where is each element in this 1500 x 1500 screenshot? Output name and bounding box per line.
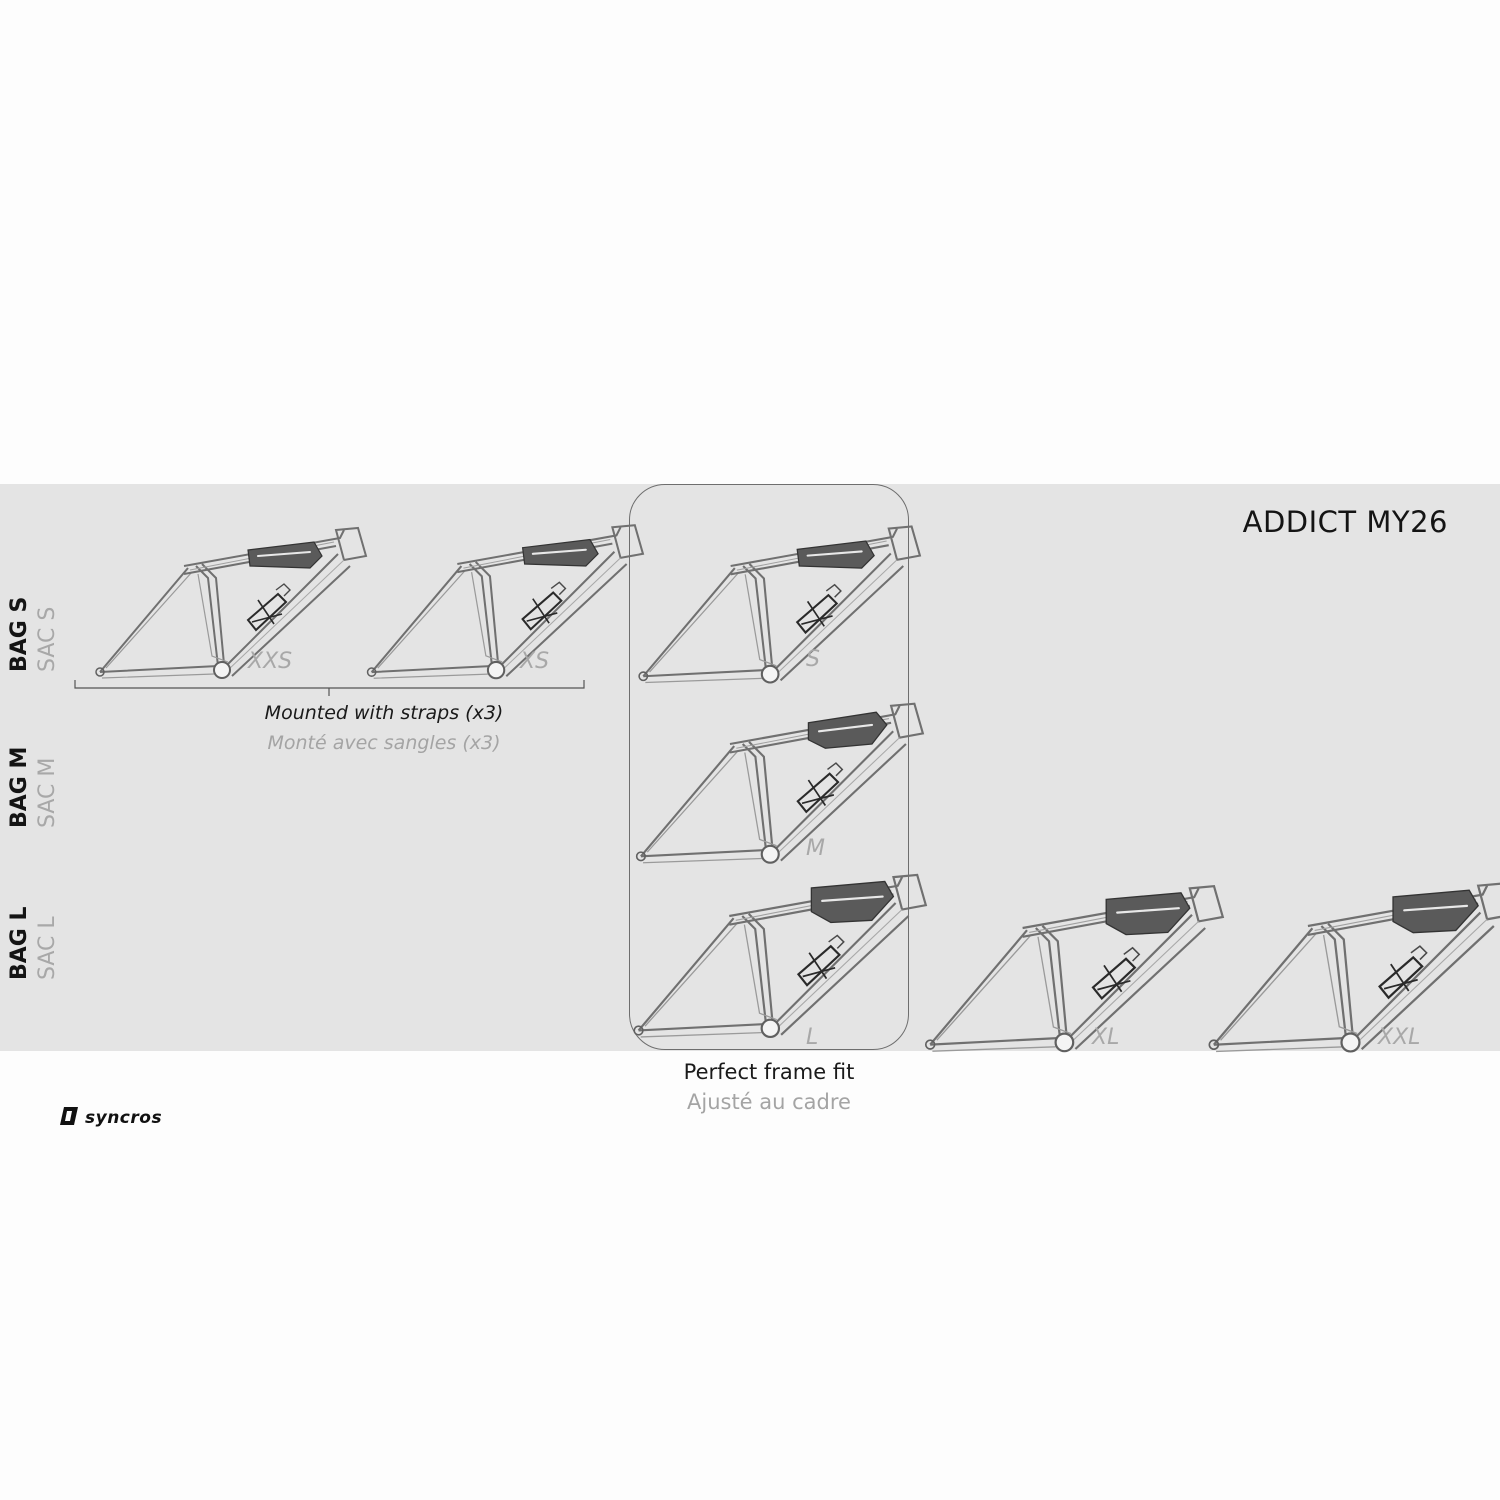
size-label-xs: XS	[519, 649, 549, 674]
straps-caption-en: Mounted with straps (x3)	[264, 702, 504, 724]
size-label-l: L	[806, 1025, 818, 1050]
straps-bracket	[74, 680, 585, 696]
straps-caption-fr: Monté avec sangles (x3)	[267, 732, 501, 754]
size-label-xxl: XXL	[1377, 1025, 1420, 1050]
frame-xxl	[1208, 882, 1500, 1053]
frame-xl	[924, 885, 1224, 1053]
model-title: ADDICT MY26	[1242, 505, 1448, 539]
fit-caption-en: Perfect frame fit	[683, 1060, 855, 1084]
frame-xs	[366, 524, 644, 680]
perfect-fit-box	[629, 484, 909, 1050]
size-label-xxs: XXS	[247, 649, 292, 674]
fit-caption: Perfect frame fit Ajusté au cadre	[619, 1060, 919, 1114]
straps-caption: Mounted with straps (x3) Monté avec sang…	[174, 702, 594, 754]
size-label-m: M	[806, 836, 825, 861]
size-label-s: S	[806, 647, 820, 672]
frame-l	[633, 873, 927, 1039]
brand-logo-text: syncros	[85, 1108, 163, 1128]
frame-s	[638, 525, 921, 684]
syncros-logo-icon	[60, 1107, 78, 1125]
fit-caption-fr: Ajusté au cadre	[687, 1090, 851, 1114]
frame-xxs	[95, 527, 367, 679]
frame-m	[635, 702, 924, 864]
size-label-xl: XL	[1091, 1025, 1119, 1050]
